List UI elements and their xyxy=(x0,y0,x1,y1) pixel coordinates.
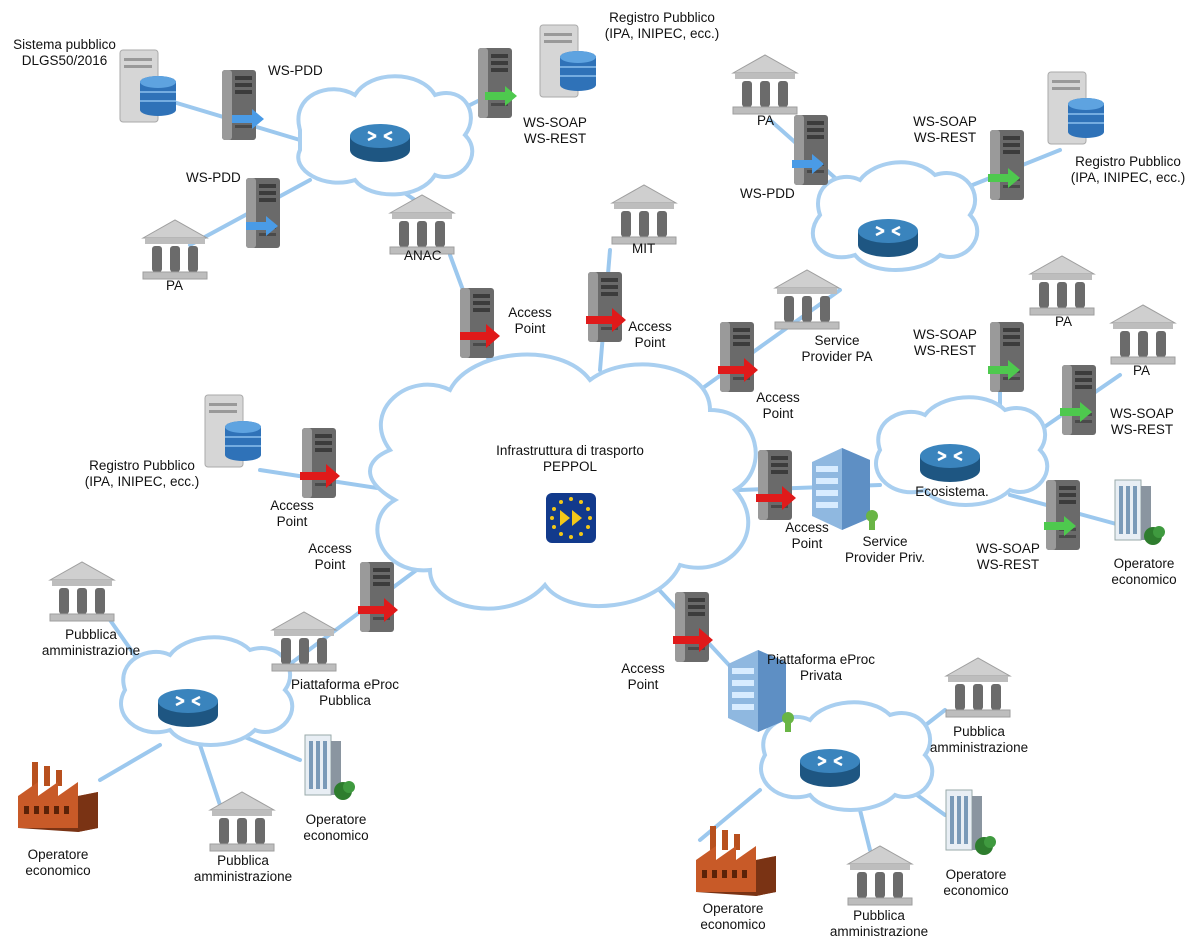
router-icon xyxy=(156,687,220,729)
ecosistema-label: Ecosistema. xyxy=(915,484,989,499)
bank-icon xyxy=(1029,255,1095,316)
office-building-icon xyxy=(812,448,878,530)
bank-icon xyxy=(49,561,115,622)
server-icon xyxy=(673,592,713,662)
server-icon xyxy=(988,322,1024,392)
router-icon xyxy=(798,747,862,789)
server-icon xyxy=(300,428,340,498)
bank-icon xyxy=(271,611,337,672)
router-icon xyxy=(348,122,412,164)
registro-pubblico-label: Registro Pubblico(IPA, INIPEC, ecc.) xyxy=(84,458,200,489)
office-building-icon xyxy=(945,789,997,856)
peppol-logo-icon xyxy=(546,493,596,543)
mit-label: MIT xyxy=(632,241,656,256)
ws-pdd-label: WS-PDD xyxy=(186,170,241,185)
server-icon xyxy=(222,70,264,140)
router-icon xyxy=(856,217,920,259)
bank-icon xyxy=(732,54,798,115)
office-building-icon xyxy=(1114,479,1166,546)
registro-pubblico-label: Registro Pubblico(IPA, INIPEC, ecc.) xyxy=(604,10,720,41)
server-icon xyxy=(586,272,626,342)
bank-icon xyxy=(389,194,455,255)
cloud-central xyxy=(368,352,758,611)
cloud-top-right xyxy=(811,160,980,272)
pa-label: PA xyxy=(166,278,184,293)
server-icon xyxy=(460,288,500,358)
database-server-icon xyxy=(1047,71,1105,145)
bank-icon xyxy=(1110,304,1176,365)
server-icon xyxy=(478,48,517,118)
bank-icon xyxy=(611,184,677,245)
factory-icon xyxy=(696,826,776,896)
bank-icon xyxy=(774,269,840,330)
office-building-icon xyxy=(304,734,356,801)
pa-label: PA xyxy=(1055,314,1073,329)
cloud-bottom-left xyxy=(119,635,295,747)
anac-label: ANAC xyxy=(404,248,442,263)
ws-pdd-label: WS-PDD xyxy=(740,186,795,201)
server-icon xyxy=(246,178,280,248)
server-icon xyxy=(358,562,398,632)
server-icon xyxy=(756,450,796,520)
database-server-icon xyxy=(119,49,177,123)
ws-pdd-label: WS-PDD xyxy=(268,63,323,78)
router-icon xyxy=(918,442,982,484)
database-server-icon xyxy=(539,24,597,98)
server-icon xyxy=(988,130,1024,200)
pa-label: PA xyxy=(1133,363,1151,378)
server-icon xyxy=(1044,480,1080,550)
bank-icon xyxy=(142,219,208,280)
server-icon xyxy=(1060,365,1096,435)
server-icon xyxy=(792,115,828,185)
bank-icon xyxy=(945,657,1011,718)
factory-icon xyxy=(18,762,98,832)
bank-icon xyxy=(847,845,913,906)
registro-pubblico-label: Registro Pubblico(IPA, INIPEC, ecc.) xyxy=(1070,154,1186,185)
database-server-icon xyxy=(204,394,262,468)
pa-label: PA xyxy=(757,113,775,128)
server-icon xyxy=(718,322,758,392)
